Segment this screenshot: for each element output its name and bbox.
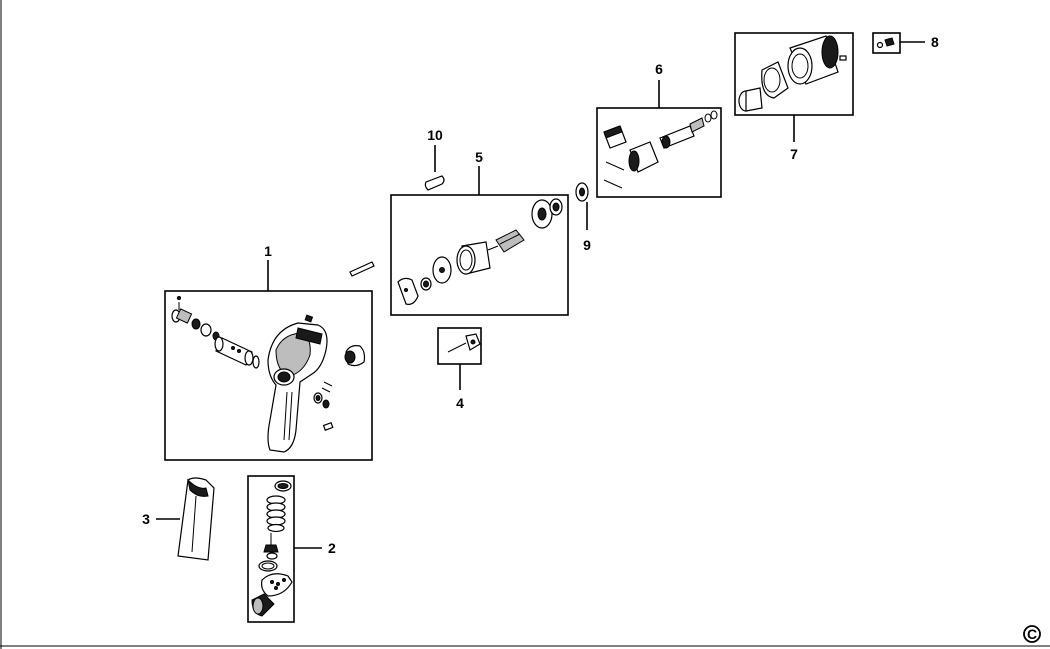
- part-label-1: 1: [264, 243, 272, 259]
- front-housing-drawing: [738, 35, 847, 112]
- copyright-symbol-text: C: [1027, 626, 1037, 642]
- part-label-7: 7: [790, 146, 798, 162]
- handle-cover-drawing: [177, 477, 215, 561]
- hammer-mechanism-drawing: [603, 110, 718, 189]
- part-label-3: 3: [142, 511, 150, 527]
- part-group-1[interactable]: 1: [164, 243, 373, 461]
- part-group-3[interactable]: 3: [142, 477, 215, 561]
- screw-drawing: [876, 37, 895, 49]
- part-label-8: 8: [931, 34, 939, 50]
- screw-kit-drawing: [447, 333, 481, 353]
- part-label-2: 2: [328, 540, 336, 556]
- part-group-10[interactable]: 10: [424, 127, 445, 191]
- part-group-5[interactable]: 5: [390, 149, 569, 316]
- part-label-5: 5: [475, 149, 483, 165]
- inlet-fittings-drawing: [171, 296, 260, 369]
- part-label-10: 10: [427, 127, 443, 143]
- part-label-9: 9: [583, 237, 591, 253]
- part-group-9[interactable]: 9: [575, 182, 591, 253]
- part-label-6: 6: [655, 61, 663, 77]
- housing-body-drawing: [267, 314, 366, 453]
- loose-pin-drawing: [349, 261, 375, 277]
- part-group-8[interactable]: 8: [872, 32, 939, 54]
- motor-drawing: [397, 198, 563, 305]
- part-box-8: [872, 32, 901, 54]
- part-box-2: [247, 475, 295, 623]
- part-label-4: 4: [456, 395, 464, 411]
- copyright-mark: C: [1023, 625, 1041, 643]
- part-group-4[interactable]: 4: [437, 327, 482, 411]
- part-group-2[interactable]: 2: [247, 475, 336, 623]
- part-group-6[interactable]: 6: [596, 61, 722, 198]
- valve-stack-drawing: [251, 480, 293, 617]
- part-group-7[interactable]: 7: [734, 32, 854, 162]
- key-drawing: [424, 175, 445, 191]
- washer-drawing: [575, 182, 589, 202]
